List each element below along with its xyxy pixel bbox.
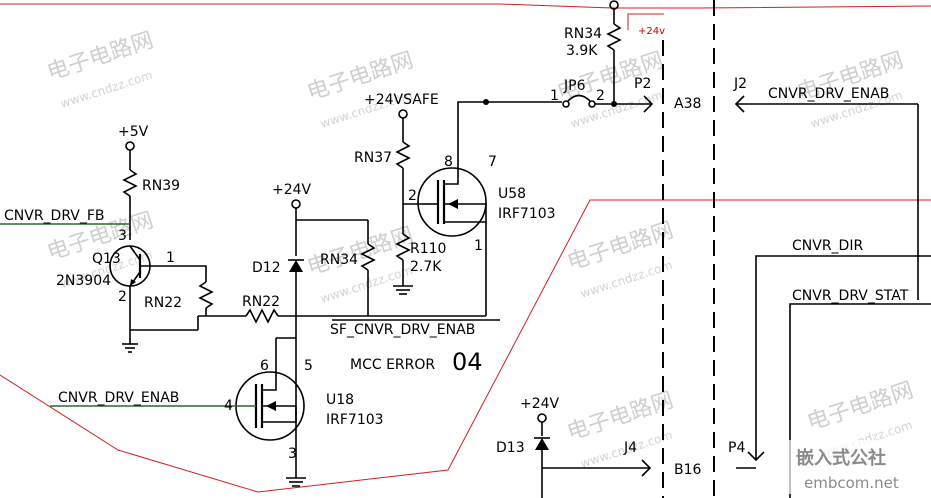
- resistor-label-rn34a: RN34: [320, 252, 358, 268]
- resistor-rn22-vertical: [198, 281, 214, 309]
- net-label-cnvr-drv-enab-left: CNVR_DRV_ENAB: [58, 390, 179, 406]
- pin-label: 1: [474, 238, 483, 254]
- connector-label-a38: A38: [674, 96, 701, 112]
- wire-cnvr-dir: [755, 255, 931, 460]
- resistor-label-rn37: RN37: [354, 150, 392, 166]
- pin-label: 3: [288, 446, 297, 462]
- pin-label: 6: [260, 358, 269, 374]
- pin-label: 1: [166, 250, 175, 266]
- pin-label: 2: [596, 88, 605, 104]
- net-label-cnvr-drv-enab-right: CNVR_DRV_ENAB: [768, 86, 889, 102]
- brand-cn: 嵌入式公社: [796, 447, 886, 469]
- annotation-mcc-error: MCC ERROR: [350, 357, 435, 373]
- pin-label: 2: [118, 289, 127, 305]
- jumper-jp6: [567, 94, 591, 102]
- mosfet-label-u58: U58: [498, 186, 526, 202]
- red-outline-bottom: [0, 199, 931, 493]
- resistor-label-r110: R110: [410, 241, 446, 257]
- resistor-rn22-horizontal: [245, 308, 279, 324]
- pin-label: 3: [118, 228, 127, 244]
- diode-d13: [535, 438, 549, 450]
- transistor-collector: [129, 245, 141, 261]
- diode-label-d13: D13: [496, 440, 525, 456]
- resistor-r110: [395, 233, 411, 261]
- net-label-cnvr-drv-stat: CNVR_DRV_STAT: [792, 288, 909, 304]
- power-label-24v-low: +24V: [520, 396, 560, 412]
- jumper-jp6-pin2: [588, 100, 596, 108]
- connector-label-j4: J4: [623, 440, 637, 456]
- resistor-label-rn22b: RN22: [242, 294, 280, 310]
- mosfet-type-u18: IRF7103: [326, 412, 384, 428]
- power-label-24vsafe: +24VSAFE: [364, 92, 439, 108]
- connector-label-p4: P4: [728, 440, 745, 456]
- power-terminal-24v: [291, 199, 301, 209]
- wire: [190, 265, 207, 282]
- resistor-value-rn34b: 3.9K: [566, 43, 598, 59]
- pin-label: 2: [408, 188, 417, 204]
- red-outline-top: [0, 3, 931, 9]
- pin-label: 1: [550, 88, 559, 104]
- brand-url: embcom.net: [804, 474, 899, 492]
- pin-label: 7: [488, 154, 497, 170]
- net-label-sf-cnvr-drv-enab: SF_CNVR_DRV_ENAB: [330, 322, 475, 338]
- resistor-rn37: [395, 141, 411, 169]
- connector-label-j2: J2: [733, 76, 747, 92]
- mosfet-arrow-u18: [266, 401, 276, 411]
- red-callout: [627, 13, 664, 30]
- net-label-cnvr-dir: CNVR_DIR: [792, 238, 863, 254]
- resistor-label-rn39: RN39: [142, 178, 180, 194]
- pin-label: 5: [304, 358, 313, 374]
- resistor-label-rn34b: RN34: [564, 26, 602, 42]
- mosfet-label-u18: U18: [326, 392, 354, 408]
- net-label-cnvr-drv-fb: CNVR_DRV_FB: [4, 208, 105, 224]
- power-label-24v-red: +24v: [638, 26, 665, 37]
- junction-dot: [611, 101, 617, 107]
- jumper-label-jp6: JP6: [563, 78, 586, 94]
- resistor-value-r110: 2.7K: [410, 259, 442, 275]
- diode-label-d12: D12: [252, 260, 281, 276]
- diode-d12: [289, 260, 303, 272]
- resistor-rn34b: [606, 23, 622, 51]
- pin-label: 4: [224, 398, 233, 414]
- pin-label: 8: [444, 154, 453, 170]
- brand-backdrop: [786, 440, 910, 494]
- mosfet-arrow-u58: [448, 199, 458, 209]
- mosfet-drain-u58: [444, 101, 486, 185]
- wire-cnvr-drv-stat: [789, 303, 931, 498]
- resistor-rn34a: [360, 243, 376, 271]
- power-terminal-24v-low: [537, 413, 547, 423]
- transistor-type-q13: 2N3904: [56, 273, 111, 289]
- power-label-5v: +5V: [118, 124, 149, 140]
- mosfet-u58: [417, 167, 487, 237]
- resistor-label-rn22a: RN22: [144, 295, 182, 311]
- mosfet-type-u58: IRF7103: [498, 206, 556, 222]
- connector-arrow-j4: [641, 459, 652, 477]
- connector-arrow-p2: [643, 95, 654, 113]
- annotation-mcc-code: 04: [452, 348, 483, 376]
- power-label-24v: +24V: [272, 182, 312, 198]
- transistor-label-q13: Q13: [92, 251, 121, 267]
- power-terminal-24vsafe: [398, 109, 408, 119]
- power-terminal-5v: [125, 141, 135, 151]
- connector-arrow-p4: [747, 451, 765, 462]
- connector-label-p2: P2: [634, 76, 651, 92]
- emitter-arrow: [130, 279, 136, 286]
- mosfet-drain-u18: [262, 338, 277, 391]
- resistor-rn39: [122, 169, 138, 197]
- jumper-jp6-pin1: [562, 100, 570, 108]
- connector-label-b16: B16: [674, 462, 702, 478]
